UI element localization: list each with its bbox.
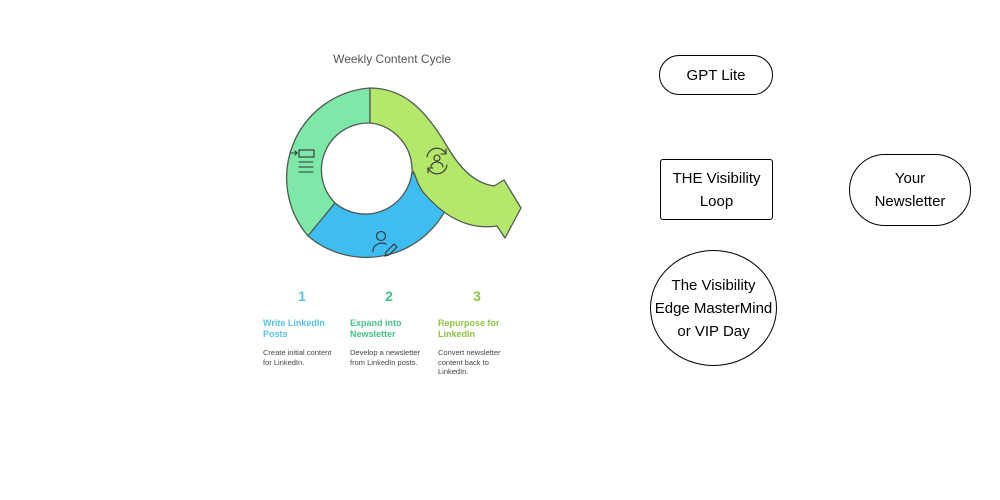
node-your-newsletter: Your Newsletter [849,154,971,226]
step-2: 2 Expand into Newsletter Develop a newsl… [350,288,428,367]
user-edit-icon [372,230,398,257]
node-visibility-edge: The Visibility Edge MasterMind or VIP Da… [650,250,777,366]
step-3-description: Convert newsletter content back to Linke… [438,348,501,376]
step-3-title: Repurpose for LinkedIn [438,318,500,339]
diagram-title: Weekly Content Cycle [333,52,451,66]
node-your-newsletter-label: Your Newsletter [874,170,946,210]
step-1-title: Write LinkedIn Posts [263,318,325,339]
step-3-number: 3 [473,288,481,304]
step-1: 1 Write LinkedIn Posts Create initial co… [263,288,341,367]
step-2-number: 2 [385,288,393,304]
move-to-list-icon [290,149,315,173]
refresh-user-icon [426,147,448,175]
step-1-description: Create initial content for LinkedIn. [263,348,332,367]
node-visibility-loop-label: THE Visibility Loop [672,169,761,210]
step-1-number: 1 [298,288,306,304]
node-visibility-loop: THE Visibility Loop [660,159,773,220]
step-2-title: Expand into Newsletter [350,318,402,339]
step-2-description: Develop a newsletter from LinkedIn posts… [350,348,421,367]
step-3: 3 Repurpose for LinkedIn Convert newslet… [438,288,516,377]
node-gpt-lite: GPT Lite [659,55,773,95]
cycle-segment-repurpose-arrow [369,87,522,239]
node-visibility-edge-label: The Visibility Edge MasterMind or VIP Da… [654,276,773,340]
cycle-segment-write-posts [285,87,371,237]
node-gpt-lite-label: GPT Lite [686,66,746,84]
